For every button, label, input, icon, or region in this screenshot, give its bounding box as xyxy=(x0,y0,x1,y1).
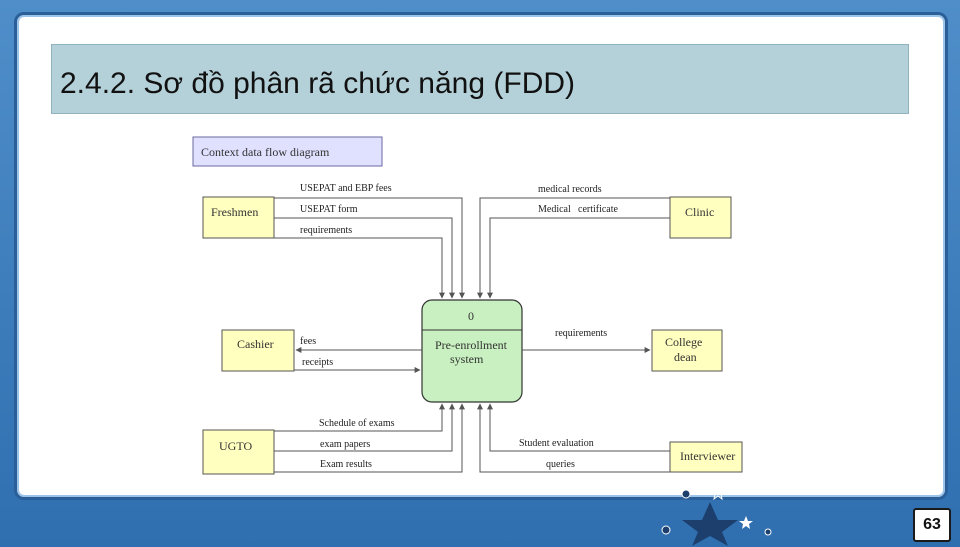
slide-title: 2.4.2. Sơ đồ phân rã chức năng (FDD) xyxy=(60,67,576,100)
flow-student-eval: Student evaluation xyxy=(519,438,594,449)
flows-ugto xyxy=(274,403,465,473)
entity-college-label-2: dean xyxy=(674,350,697,364)
entity-college-dean: College dean xyxy=(651,329,723,372)
entity-freshmen-label: Freshmen xyxy=(211,205,258,219)
flow-requirements-in: requirements xyxy=(300,225,352,236)
process-name-1: Pre-enrollment xyxy=(435,338,508,352)
entity-interviewer: Interviewer xyxy=(669,441,743,473)
diagram-heading: Context data flow diagram xyxy=(192,136,383,167)
flow-receipts: receipts xyxy=(302,357,333,368)
entity-clinic: Clinic xyxy=(669,196,732,239)
entity-cashier-label: Cashier xyxy=(237,337,274,351)
flow-usepat-form: USEPAT form xyxy=(300,204,358,215)
process-name-2: system xyxy=(450,352,484,366)
flow-medical-cert-a: Medical xyxy=(538,204,571,215)
flows-clinic xyxy=(477,197,670,299)
flows-interviewer xyxy=(477,403,670,473)
process-id: 0 xyxy=(468,309,474,323)
title-bar: 2.4.2. Sơ đồ phân rã chức năng (FDD) xyxy=(51,44,909,114)
flows-cashier xyxy=(294,347,422,373)
flow-exam-results: Exam results xyxy=(320,459,372,470)
diagram-heading-text: Context data flow diagram xyxy=(201,145,330,159)
entity-college-label-1: College xyxy=(665,335,702,349)
entity-freshmen: Freshmen xyxy=(202,196,275,239)
flow-queries: queries xyxy=(546,459,575,470)
page-number: 63 xyxy=(913,508,951,542)
entity-interviewer-label: Interviewer xyxy=(680,449,735,463)
entity-cashier: Cashier xyxy=(221,329,295,372)
flow-fees: fees xyxy=(300,336,316,347)
entity-clinic-label: Clinic xyxy=(685,205,714,219)
flow-schedule-exams: Schedule of exams xyxy=(319,418,395,429)
flows-freshmen xyxy=(274,197,465,299)
flow-medical-records: medical records xyxy=(538,184,602,195)
entity-ugto-label: UGTO xyxy=(219,439,252,453)
process-node: 0 Pre-enrollment system xyxy=(421,299,523,403)
flow-usepat-fees: USEPAT and EBP fees xyxy=(300,183,392,194)
flow-exam-papers: exam papers xyxy=(320,439,370,450)
flow-requirements-out: requirements xyxy=(555,328,607,339)
entity-ugto: UGTO xyxy=(202,429,275,475)
star-decoration-icon xyxy=(661,484,772,546)
flow-medical-cert-b: certificate xyxy=(578,204,619,215)
